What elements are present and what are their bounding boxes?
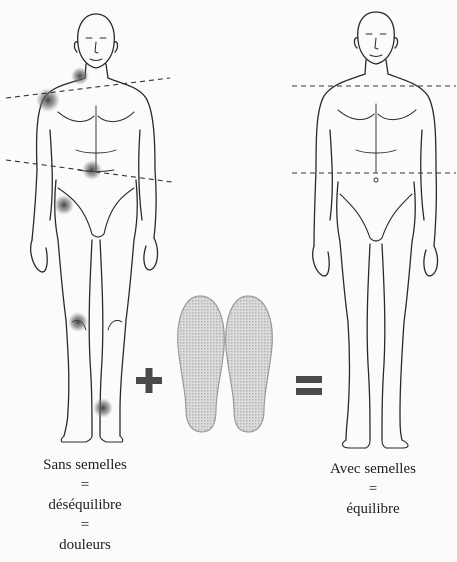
figure-with-insoles (313, 12, 438, 448)
caption-without-insoles: Sans semelles = déséquilibre = douleurs (10, 455, 160, 555)
left-shoulder-line (6, 78, 170, 98)
pain-spot-ankle (93, 398, 113, 418)
caption-with-insoles: Avec semelles = équilibre (298, 459, 448, 519)
pain-spot-lower-back (82, 160, 102, 180)
pain-spot-hip (54, 195, 74, 215)
caption-left-line3: douleurs (10, 535, 160, 555)
equals-operator (296, 376, 322, 395)
insole-right (226, 296, 273, 432)
left-figure-head (78, 14, 115, 68)
caption-right-line1: Avec semelles (298, 459, 448, 479)
caption-right-line2: équilibre (298, 499, 448, 519)
caption-left-line1: Sans semelles (10, 455, 160, 475)
caption-right-eq1: = (298, 479, 448, 499)
caption-left-eq2: = (10, 515, 160, 535)
caption-left-line2: déséquilibre (10, 495, 160, 515)
pain-spot-knee (68, 312, 88, 332)
pain-spot-shoulder (36, 88, 60, 112)
plus-operator (136, 368, 162, 393)
insole-left (178, 296, 225, 432)
pain-spot-neck (71, 67, 89, 85)
caption-left-eq1: = (10, 475, 160, 495)
insoles (178, 296, 273, 432)
